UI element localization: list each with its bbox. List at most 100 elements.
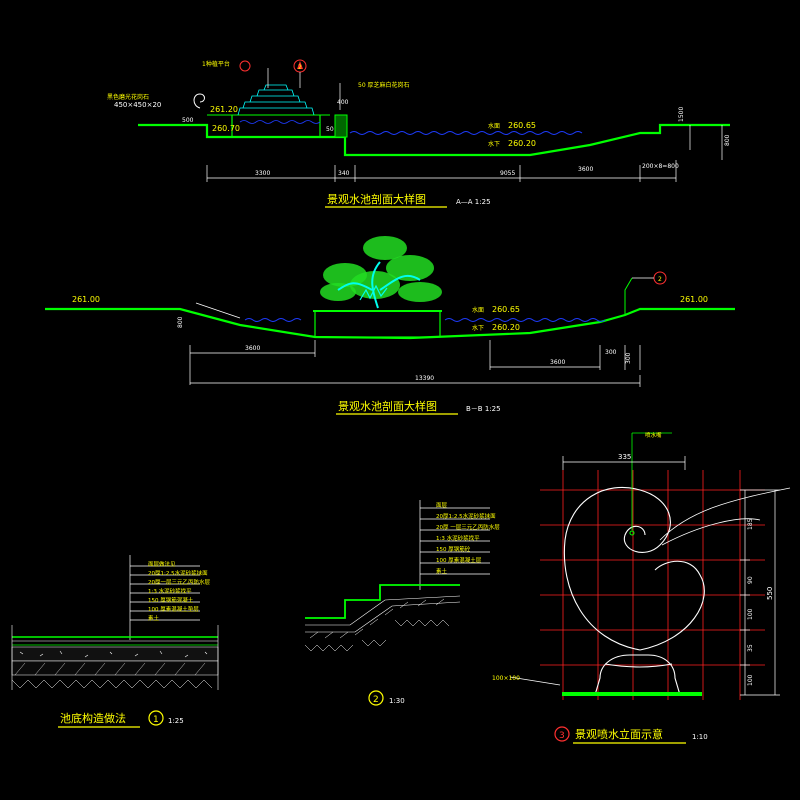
bb-ground-profile: [45, 307, 735, 340]
d3-total-height: 550: [766, 587, 774, 600]
d3-right-dim: 100: [747, 674, 754, 686]
d3-right-dim: 100: [747, 608, 754, 620]
d3-grid-note: 100×100: [492, 675, 520, 682]
bb-water-tag: 水面: [472, 306, 484, 314]
d2-step-section: [304, 584, 461, 652]
d1-layer: 20厚1:2.5水泥砂浆抹面: [148, 569, 208, 577]
bb-dim-left: 3600: [245, 345, 260, 352]
aa-marker-label: 2: [298, 64, 302, 71]
aa-top-note: 1种植平台: [202, 60, 230, 68]
d3-water-jet: [659, 487, 791, 546]
detail-2: 面层 20厚1:2.5水泥砂浆抹面 20厚 一层三元乙丙防水层 1:3 水泥砂浆…: [304, 500, 500, 706]
d3-scale: 1:10: [692, 733, 708, 741]
aa-coping-note: 50 厚芝麻白花岗石: [358, 81, 410, 89]
d3-fountain-sculpture: [563, 486, 705, 696]
d1-layer-labels: 面层做法见 20厚1:2.5水泥砂浆抹面 20厚一层三元乙丙防水层 1:3 水泥…: [148, 560, 210, 622]
aa-title: 景观水池剖面大样图: [327, 192, 426, 206]
d3-width-dim: 335: [618, 453, 631, 461]
aa-pool-bottom: 260.20: [508, 139, 536, 148]
d3-title: 景观喷水立面示意: [575, 727, 663, 741]
d3-grid: [540, 470, 765, 700]
detail-1: 面层做法见 20厚1:2.5水泥砂浆抹面 20厚一层三元乙丙防水层 1:3 水泥…: [11, 555, 219, 728]
aa-water-tag: 水面: [488, 122, 500, 130]
aa-upper-water: [239, 120, 321, 124]
d3-marker: [554, 726, 570, 742]
aa-stone-symbol: [193, 93, 205, 109]
aa-wall-depth: 50: [326, 126, 334, 133]
d3-right-dim: 185: [747, 518, 754, 530]
d2-layer: 100 厚素混凝土层: [436, 556, 482, 564]
section-bb: 2 261.00 261.00 800 水面 260.65 水下 260.20 …: [45, 236, 735, 415]
d3-right-dim: 90: [747, 576, 754, 584]
bb-water-level: 260.65: [492, 305, 520, 314]
d2-layer: 素土: [436, 567, 448, 575]
aa-depth: 500: [182, 117, 194, 124]
d2-leader-ticks: [420, 507, 490, 575]
d3-marker-label: 3: [559, 731, 565, 741]
bb-dim-right: 3600: [550, 359, 565, 366]
aa-dim-3: 9055: [500, 170, 515, 177]
aa-water-level: 260.65: [508, 121, 536, 130]
aa-right-dim-a: 1500: [678, 107, 685, 122]
bb-depth: 800: [177, 316, 184, 328]
bb-code: B－B 1:25: [466, 405, 501, 413]
d3-top-note: 喷水嘴: [645, 431, 662, 439]
d1-marker-label: 1: [153, 715, 159, 725]
aa-code: A—A 1:25: [456, 198, 491, 206]
d2-layer: 20厚1:2.5水泥砂浆抹面: [436, 512, 496, 520]
bb-elev-right: 261.00: [680, 295, 708, 304]
aa-dim-1: 3300: [255, 170, 270, 177]
d1-layer: 素土: [148, 614, 160, 622]
aa-stone-size: 450×450×20: [114, 101, 161, 109]
aa-dimension-lines: [206, 125, 723, 182]
d1-title: 池底构造做法: [60, 711, 126, 725]
bb-marker-label: 2: [658, 276, 662, 283]
d1-layer: 20厚一层三元乙丙防水层: [148, 578, 210, 586]
d1-layer: 面层做法见: [148, 560, 176, 568]
aa-stone-note: 黑色磨光花岗石: [107, 93, 149, 101]
bb-bottom-tag: 水下: [472, 324, 484, 332]
d3-right-dim: 35: [747, 644, 754, 652]
bb-dim-small-b: 300: [625, 352, 632, 364]
bb-right-wall: [624, 277, 633, 315]
aa-section-marker: [239, 60, 251, 72]
aa-stepped-fountain: [237, 84, 315, 116]
aa-right-dim-c: 800: [724, 134, 731, 146]
aa-pool-wall: [231, 115, 321, 138]
d1-layer: 150 厚钢筋混凝土: [148, 596, 194, 604]
d2-layer-labels: 面层 20厚1:2.5水泥砂浆抹面 20厚 一层三元乙丙防水层 1:3 水泥砂浆…: [436, 502, 500, 575]
aa-dim-2: 340: [338, 170, 350, 177]
d1-marker: [148, 710, 164, 726]
aa-elev-top: 261.20: [210, 105, 238, 114]
bb-dim-total: 13390: [415, 375, 434, 382]
section-aa: 2 1种植平台 黑色磨光花岗石 450×450×20 261.20 260.70…: [107, 59, 731, 208]
d1-scale: 1:25: [168, 717, 184, 725]
bb-dim-small-a: 300: [605, 349, 617, 356]
aa-elev-bottom: 260.70: [212, 124, 240, 133]
bb-pool-bottom: 260.20: [492, 323, 520, 332]
aa-bottom-tag: 水下: [488, 140, 500, 148]
aa-ground-profile: [138, 123, 730, 157]
d1-layer: 100 厚素混凝土垫层: [148, 605, 199, 613]
d3-dimension-lines: [509, 456, 780, 696]
d2-layer: 1:3 水泥砂浆找平: [436, 534, 480, 542]
detail-3: 喷水嘴 335 100×100 185 90 100 35 100 550 3 …: [492, 431, 791, 744]
aa-water-waves: [349, 131, 583, 135]
d2-scale: 1:30: [389, 697, 405, 705]
bb-water-waves-right: [444, 318, 606, 322]
bb-planter-island: [314, 310, 441, 338]
d3-nozzle: [629, 530, 635, 536]
d2-layer: 面层: [436, 502, 448, 509]
bb-elev-left: 261.00: [72, 295, 100, 304]
d2-marker-label: 2: [373, 695, 379, 705]
aa-retaining-wall: [334, 114, 348, 138]
d2-marker: [368, 690, 384, 706]
bb-slope-note: [195, 302, 241, 319]
bb-pine-tree: [320, 236, 442, 309]
aa-dim-4: 3600: [578, 166, 593, 173]
aa-marker-arrow: [297, 61, 303, 69]
d1-layer: 1:3 水泥砂浆找平: [148, 587, 192, 595]
d2-layer: 150 厚钢筋砼: [436, 545, 471, 553]
d1-layer-section: [11, 625, 219, 690]
